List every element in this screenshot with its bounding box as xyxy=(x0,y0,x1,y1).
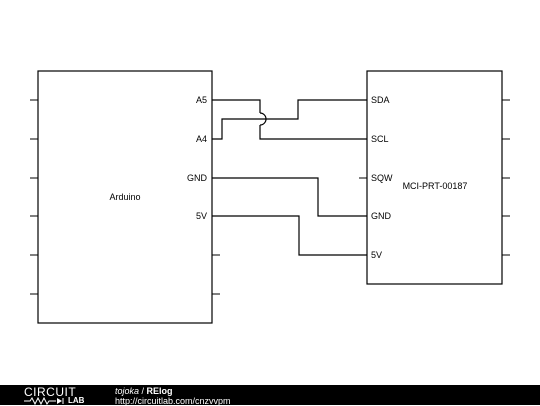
arduino-pin-a4: A4 xyxy=(196,134,207,144)
module-pin-5v: 5V xyxy=(371,250,382,260)
footer-bar: CIRCUIT LAB tojoka / RElog http://circui… xyxy=(0,385,540,406)
module-pin-sqw: SQW xyxy=(371,173,393,183)
footer-info: tojoka / RElog http://circuitlab.com/cnz… xyxy=(115,386,231,406)
arduino-label: Arduino xyxy=(109,192,140,202)
logo-text-lab: LAB xyxy=(68,396,85,405)
circuit-title-link[interactable]: RElog xyxy=(146,386,173,396)
arduino-right-pins xyxy=(212,254,220,295)
module-pin-sda: SDA xyxy=(371,95,390,105)
module-label: MCI-PRT-00187 xyxy=(403,181,468,191)
module-right-pins xyxy=(502,99,510,256)
arduino-pin-5v: 5V xyxy=(196,211,207,221)
author-link[interactable]: tojoka xyxy=(115,386,140,396)
module-pin-gnd: GND xyxy=(371,211,392,221)
wire-a5-to-scl xyxy=(212,99,261,113)
wire-a4-to-sda xyxy=(212,99,367,140)
logo-text-circuit: CIRCUIT xyxy=(24,385,77,399)
arduino-pin-gnd: GND xyxy=(187,173,208,183)
arduino-body xyxy=(37,70,213,324)
module-pin-scl: SCL xyxy=(371,134,389,144)
circuit-url[interactable]: http://circuitlab.com/cnzvvpm xyxy=(115,396,231,406)
resistor-icon xyxy=(24,397,64,405)
wire-gnd-to-gnd xyxy=(212,177,367,217)
arduino-left-pins xyxy=(30,99,38,295)
wire-5v-to-5v xyxy=(212,215,367,256)
credit-separator: / xyxy=(139,386,147,396)
wire-a5-to-scl-end xyxy=(259,125,367,140)
schematic-canvas: Arduino A5 A4 GND 5V MCI-PRT-00187 SDA S… xyxy=(30,70,510,324)
circuitlab-logo[interactable]: CIRCUIT LAB xyxy=(24,385,96,405)
footer-credits: tojoka / RElog xyxy=(115,386,231,396)
arduino-pin-a5: A5 xyxy=(196,95,207,105)
